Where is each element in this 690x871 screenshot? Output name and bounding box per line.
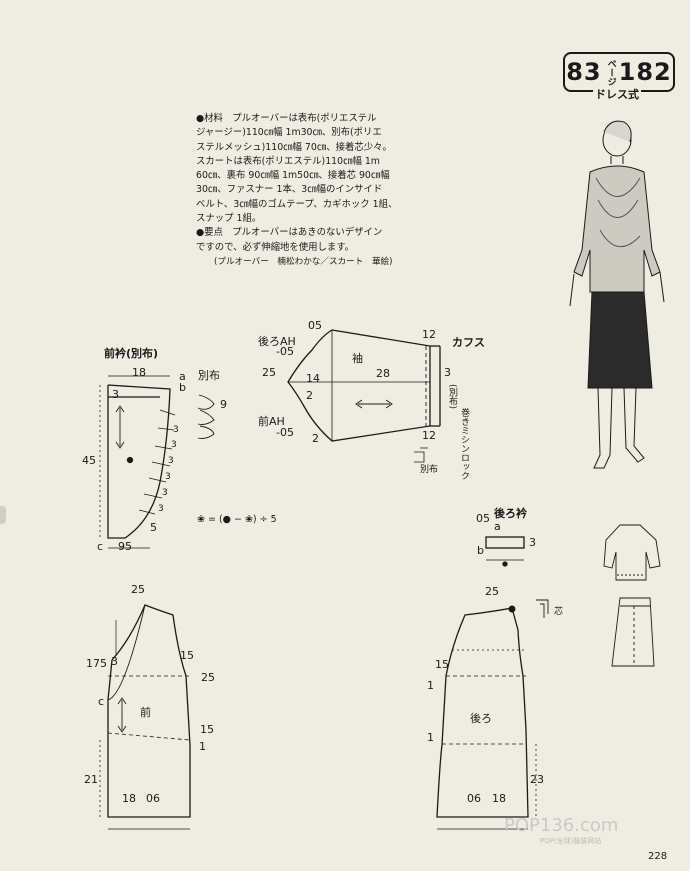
interfacing-label: 芯 [554,607,564,617]
mark-a: a [179,370,186,383]
mark-b: b [179,381,186,394]
garment-flat-sketches [603,524,661,667]
dim-95: 95 [118,540,132,553]
dim-06: 06 [467,792,481,805]
binding-mark [0,506,6,524]
notes-line: 60㎝、裏布 90㎝幅 1m50㎝、接着芯 90㎝幅 [196,170,390,182]
pattern-number-badge: 83 ページ 182 [563,52,675,92]
dim-1: 1 [427,731,434,744]
dim-25: 25 [485,585,499,598]
notes-line: 30㎝、ファスナー 1本、3㎝幅のインサイド [196,184,383,196]
cuff-fabric: (別布) [447,384,457,410]
dim-18: 18 [132,366,146,379]
dim-25: 25 [131,583,145,596]
tuck-mark: 3 [171,440,177,450]
pattern-style: ドレス式 [593,86,641,102]
front-ah-label: 前AH [258,415,285,428]
dim-21: 21 [84,773,98,786]
dim-15: 15 [200,723,214,736]
dim-12: 12 [422,429,436,442]
tuck-mark: 3 [173,425,179,435]
back-ah-label: 後ろAH [258,335,296,348]
notes-line: ステルメッシュ)110㎝幅 70㎝、接着芯少々。 [196,141,392,153]
materials-notes: ●材料 プルオーバーは表布(ポリエステル ジャージー)110㎝幅 1m30㎝、別… [196,112,426,269]
dim-18: 18 [122,792,136,805]
dim-25: 25 [262,366,276,379]
dim-06: 06 [146,792,160,805]
dim-3: 3 [529,536,536,549]
back-collar-title: 後ろ衿 [494,507,527,520]
rolled-overlock: 巻きミシンロック [459,408,469,480]
tuck-formula: ❀ = (● − ❀) ÷ 5 [197,514,277,525]
dim-28: 28 [376,367,390,380]
back-body-title: 後ろ [470,712,492,725]
dim-1: 1 [199,740,206,753]
dim-1: 1 [427,679,434,692]
notes-line: ベルト、3㎝幅のゴムテープ、カギホック 1組、 [196,198,398,210]
cuff-dim-3: 3 [444,366,451,379]
watermark-subtitle: POP(全球)服装网站 [540,837,602,845]
dim-45: 45 [82,454,96,467]
dim-05: 05 [476,512,490,525]
dim-3: 3 [112,388,119,401]
sleeve-pattern [287,329,441,463]
pattern-number: 182 [618,58,672,86]
dim-25: 25 [201,671,215,684]
front-body-title: 前 [140,706,151,719]
front-bodice-pattern [99,604,192,830]
page-ref: 83 [566,58,602,86]
dim-3: 3 [111,655,118,668]
front-ah-dim: -05 [276,426,294,439]
notes-line: ●材料 プルオーバーは表布(ポリエステル [196,113,377,124]
front-collar-title: 前衿(別布) [104,347,159,360]
dim-15: 15 [435,658,449,671]
tuck-mark: 3 [168,456,174,466]
front-collar-pattern [99,375,215,549]
watermark: POP136.com [504,815,619,836]
dim-05: 05 [308,319,322,332]
tuck-mark: 3 [162,488,168,498]
dim-175: 175 [86,657,107,670]
notes-line: ジャージー)110㎝幅 1m30㎝、別布(ポリエ [196,127,382,139]
dim-14: 14 [306,372,320,385]
notes-line: ですので、必ず伸縮地を使用します。 [196,241,355,253]
designer-credit: (プルオーバー 楠松わかな／スカート 華絵) [214,256,393,267]
back-collar-pattern [485,536,549,618]
cuff-label: カフス [452,336,485,349]
dim-23: 23 [530,773,544,786]
notes-line: スカートは表布(ポリエステル)110㎝幅 1m [196,155,380,167]
mark-c: c [98,695,105,708]
dim-9: 9 [220,398,227,411]
dim-18: 18 [492,792,506,805]
model-illustration [569,120,665,469]
tuck-mark: 3 [158,504,164,514]
page-unit: ページ [605,58,616,86]
dim-15: 15 [180,649,194,662]
dim-5: 5 [150,521,157,534]
notes-line: ●要点 プルオーバーはあきのないデザイン [196,227,383,239]
mark-a: a [494,520,501,533]
tuck-mark: 3 [165,472,171,482]
cuff-betsu: 別布 [420,465,439,475]
back-ah-dim: -05 [276,345,294,358]
notes-line: スナップ 1組。 [196,213,262,225]
fold-label: 別布 [198,369,220,382]
sleeve-title: 袖 [352,352,363,365]
mark-c: c [97,540,104,553]
dim-2: 2 [306,389,313,402]
page-number: 228 [648,851,668,862]
dim-12: 12 [422,328,436,341]
dim-2: 2 [312,432,319,445]
mark-b: b [477,544,484,557]
back-bodice-pattern [436,605,537,830]
